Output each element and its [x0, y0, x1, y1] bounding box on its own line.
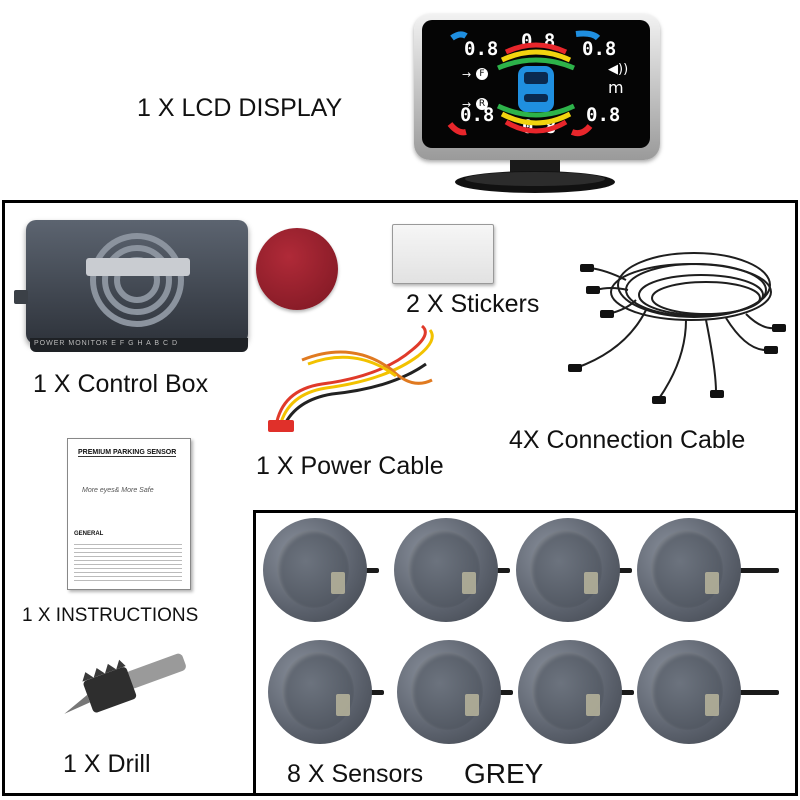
sensors-label: 8 X Sensors [287, 760, 424, 788]
power-cable [268, 324, 434, 432]
hole-saw-drill [64, 653, 186, 714]
lcd-display-label: 1 X LCD DISPLAY [137, 94, 343, 122]
control-box-port-labels: POWER MONITOR E F G H A B C D [34, 340, 178, 347]
lcd-screen: 0.8 0.8 0.8 0.8 0.8 0.8 m → F → R ◀)) [422, 20, 650, 148]
manual-tagline: More eyes& More Safe [82, 487, 154, 494]
parking-sensor [518, 640, 634, 744]
control-box-label-plate [86, 258, 190, 276]
parking-sensor [637, 640, 779, 744]
sensors-frame [253, 510, 798, 796]
front-indicator-label: F [476, 68, 488, 80]
sensor-color-label: GREY [464, 758, 544, 789]
parking-sensor [637, 518, 779, 622]
control-box [26, 220, 248, 344]
distance-unit: m [608, 78, 624, 97]
lcd-display: 0.8 0.8 0.8 0.8 0.8 0.8 m → F → R ◀)) [414, 14, 660, 160]
parking-sensor [268, 640, 384, 744]
zone-arcs [447, 30, 601, 137]
rear-indicator-icon: → [462, 98, 472, 111]
power-cable-label: 1 X Power Cable [256, 452, 444, 480]
manual-title: PREMIUM PARKING SENSOR [78, 449, 177, 457]
lcd-stand [455, 160, 615, 193]
instruction-manual: PREMIUM PARKING SENSOR More eyes& More S… [67, 438, 191, 590]
instructions-label: 1 X INSTRUCTIONS [22, 605, 199, 626]
stickers-label: 2 X Stickers [406, 290, 540, 318]
manual-body-text [74, 541, 182, 581]
reading-bottom-right: 0.8 [586, 104, 621, 126]
reading-top-left: 0.8 [464, 38, 499, 60]
control-box-mount-tab [14, 290, 28, 304]
connection-cables [568, 252, 786, 404]
reading-bottom-left: 0.8 [460, 104, 495, 126]
rear-indicator-label: R [476, 98, 488, 110]
connection-cable-label: 4X Connection Cable [509, 426, 746, 454]
front-indicator-icon: → [462, 68, 472, 81]
control-box-label: 1 X Control Box [33, 370, 209, 398]
parking-sensor [397, 640, 513, 744]
speaker-icon: ◀)) [608, 62, 629, 77]
square-sticker [392, 224, 494, 284]
parking-sensor [263, 518, 379, 622]
drill-label: 1 X Drill [63, 750, 151, 778]
manual-section: GENERAL [74, 531, 104, 537]
reading-top-right: 0.8 [582, 38, 617, 60]
control-box-logo-icon [90, 233, 184, 327]
control-box-port-strip: POWER MONITOR E F G H A B C D [30, 338, 248, 352]
parking-sensor [394, 518, 510, 622]
round-sticker [256, 228, 338, 310]
parking-sensor [516, 518, 632, 622]
